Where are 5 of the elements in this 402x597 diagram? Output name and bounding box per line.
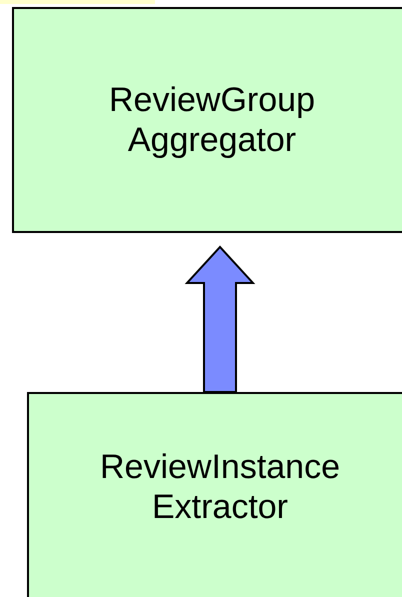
box-label: ReviewGroup Aggregator [108,80,316,160]
process-box [27,392,402,597]
block-arrow [184,246,256,393]
box-label: ReviewInstance Extractor [98,447,341,527]
process-box [12,7,402,233]
